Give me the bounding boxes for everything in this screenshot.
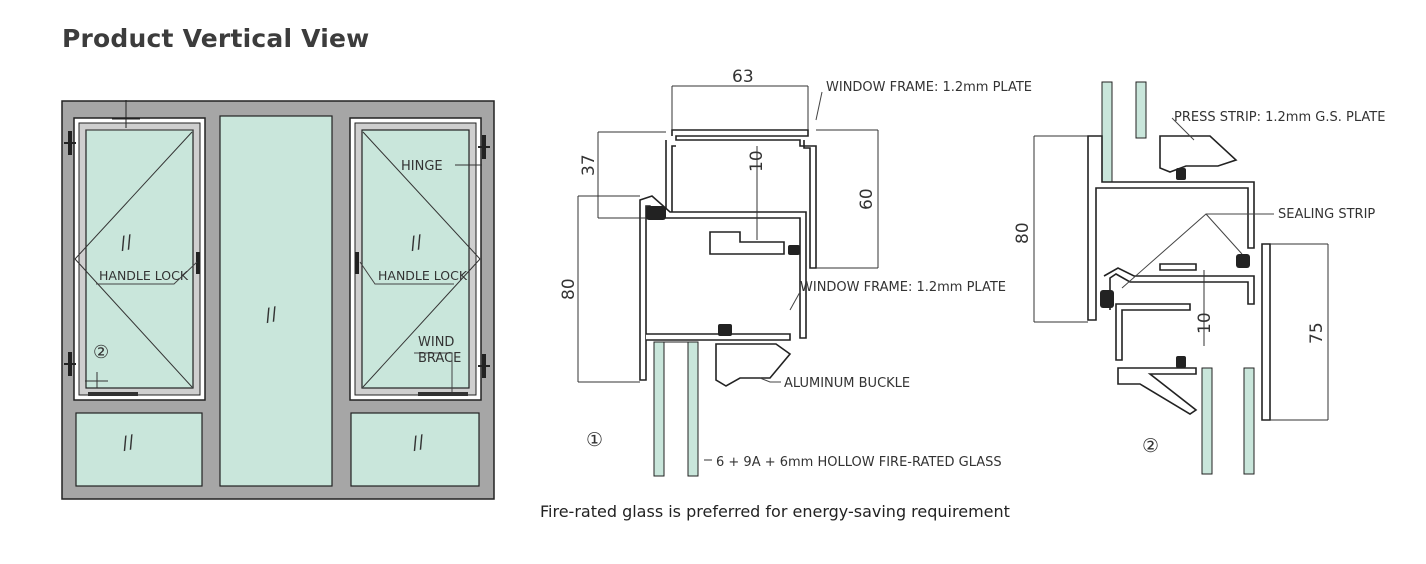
dim-lower-height: 75 [1307,322,1327,344]
handle-lock-label-right: HANDLE LOCK [378,268,468,283]
section-1-marker: ① [586,429,603,451]
right-sash-glass [361,129,470,389]
right-swing-a [362,131,481,260]
section-2-glass-lower-a [1201,367,1213,475]
glass-mark: // [120,431,137,454]
sealing-strip-icon [1100,168,1250,368]
middle-glass [219,115,333,487]
aluminum-buckle-label: ALUMINUM BUCKLE [784,376,910,391]
sealing-strip-icon [646,206,800,336]
section-2-glass-lower-b [1243,367,1255,475]
page-title: Product Vertical View [62,24,370,53]
sash-profile [639,195,807,381]
glass-mark: // [118,231,135,254]
left-swing-a [74,131,193,260]
right-swing-b [362,258,481,388]
dim-depth-2: 10 [1195,312,1215,334]
dim-height-2: 80 [1013,222,1033,244]
section-2-marker: ② [1142,435,1159,457]
dim-height: 80 [559,278,579,300]
lower-right-glass [350,412,480,487]
press-strip-lower [1117,367,1198,415]
section-2-callout: ② [93,342,109,363]
dim-width: 63 [732,67,754,87]
glass-caption: Fire-rated glass is preferred for energy… [540,502,1010,521]
window-frame-profile [671,129,817,269]
brace-label: BRACE [418,351,461,366]
wind-label: WIND [418,335,454,350]
left-swing-b [74,258,193,388]
glass-mark: // [408,231,425,254]
section-1-detail: 63 37 10 60 80 WINDOW FRAME: 1.2mm PLATE… [559,67,1032,477]
aluminum-buckle [715,343,792,387]
window-frame-label-top: WINDOW FRAME: 1.2mm PLATE [826,80,1032,95]
section-2-glass-upper-a [1101,81,1113,183]
sealing-strip-label: SEALING STRIP [1278,207,1375,222]
dim-depth: 10 [747,150,767,172]
window-elevation: HINGE HANDLE LOCK HANDLE LOCK WIND BRACE… [61,100,495,500]
sash-profile-2 [1103,267,1255,310]
dim-frame-height: 60 [857,188,877,210]
wind-brace-icon [88,392,468,396]
left-sash-glass [85,129,194,389]
press-strip-upper [1159,135,1238,173]
glass-spec-label: 6 + 9A + 6mm HOLLOW FIRE-RATED GLASS [716,455,1002,470]
dim-top-offset: 37 [579,154,599,176]
handle-lock-label-left: HANDLE LOCK [99,268,189,283]
section-1-glass-inner [653,341,665,477]
hinge-icon [64,131,490,378]
handle-lock-icon [196,252,359,274]
frame-profile [1087,135,1255,321]
section-2-detail: 80 10 75 PRESS STRIP: 1.2mm G.S. PLATE S… [1013,81,1385,475]
glass-mark: // [410,431,427,454]
glass-mark: // [263,303,280,326]
window-frame-label-mid: WINDOW FRAME: 1.2mm PLATE [800,280,1006,295]
hinge-label: HINGE [401,159,443,174]
section-1-glass-outer [687,341,699,477]
lower-left-glass [75,412,203,487]
section-2-glass-upper-b [1135,81,1147,139]
press-strip-label: PRESS STRIP: 1.2mm G.S. PLATE [1174,110,1385,125]
